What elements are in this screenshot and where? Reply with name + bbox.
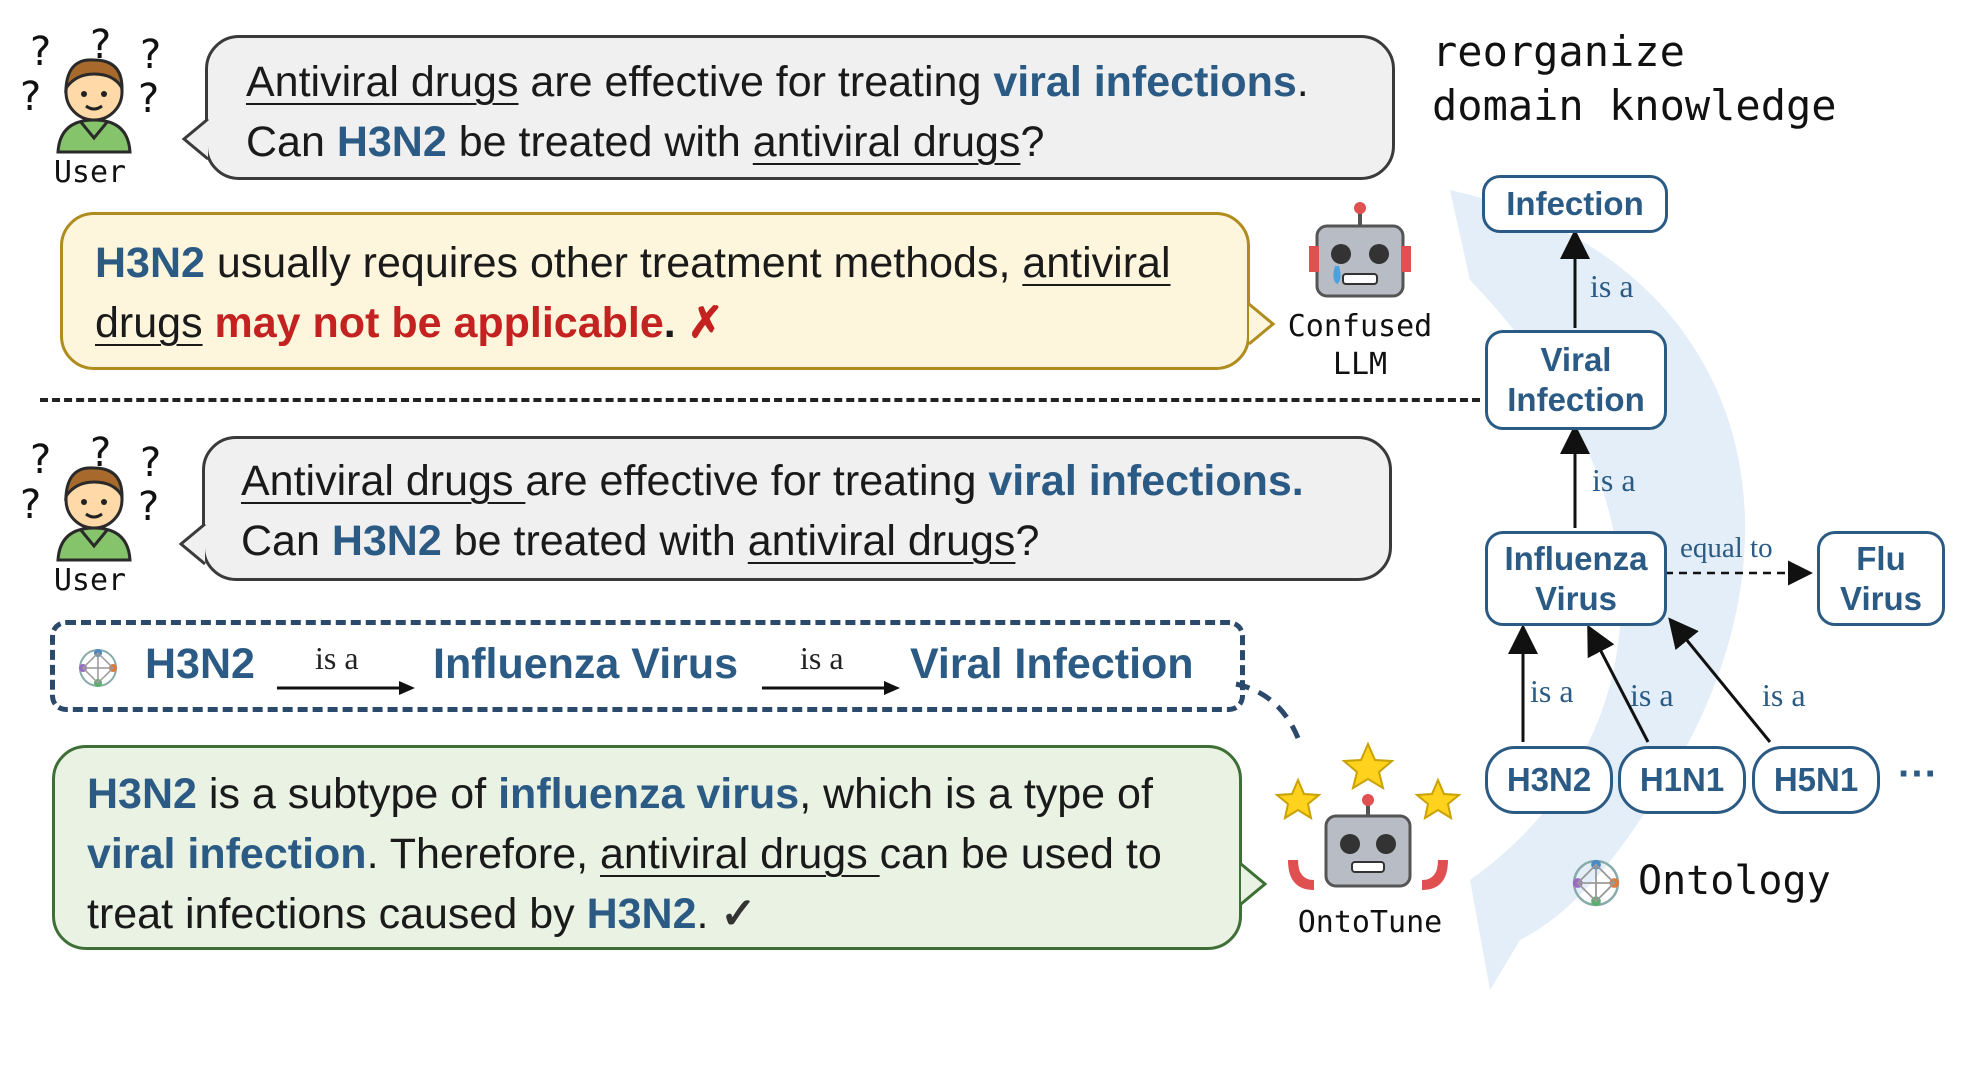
- chain-node-viral-infection: Viral Infection: [910, 640, 1194, 688]
- answer-bubble-tail-2: [1240, 862, 1268, 906]
- svg-text:?: ?: [20, 74, 41, 120]
- chain-arrow-1: [277, 681, 415, 695]
- node-infection: Infection: [1482, 175, 1668, 233]
- node-flu-virus: Flu Virus: [1817, 531, 1945, 626]
- check-mark-icon: ✓: [720, 890, 757, 938]
- chain-connector: [1235, 681, 1301, 739]
- wrong-claim: may not be applicable: [214, 299, 664, 347]
- user-avatar-confused-2: ? ? ? ? ?: [20, 430, 160, 562]
- node-h5n1: H5N1: [1752, 746, 1880, 814]
- term-viral-infections: viral infections: [993, 58, 1297, 106]
- ontotune-label: OntoTune: [1297, 905, 1443, 940]
- user-label: User: [53, 155, 127, 190]
- chain-relation-2: is a: [800, 640, 844, 676]
- relation-equal-to: equal to: [1680, 532, 1773, 564]
- user-label-2: User: [53, 563, 127, 598]
- confused-robot-icon: [1309, 202, 1411, 298]
- chain-relation-1: is a: [315, 640, 359, 676]
- ontology-chain-box: [50, 620, 1245, 712]
- svg-text:?: ?: [20, 482, 41, 528]
- question-bubble-tail: [181, 117, 209, 161]
- relation-is-a-5: is a: [1762, 677, 1806, 713]
- svg-text:?: ?: [90, 22, 111, 68]
- svg-text:?: ?: [90, 430, 111, 476]
- cross-mark-icon: ✗: [687, 299, 724, 347]
- term-h3n2: H3N2: [336, 118, 447, 166]
- user-avatar-confused: ? ? ? ? ?: [20, 22, 160, 154]
- svg-text:?: ?: [30, 29, 51, 75]
- question-bubble-tail-2: [178, 522, 206, 566]
- relation-is-a-4: is a: [1630, 677, 1674, 713]
- svg-text:?: ?: [138, 76, 159, 122]
- question-bubble-bottom: Antiviral drugs are effective for treati…: [202, 436, 1392, 581]
- answer-bubble-tail: [1248, 302, 1276, 346]
- svg-text:?: ?: [140, 32, 160, 78]
- node-h1n1: H1N1: [1618, 746, 1746, 814]
- relation-is-a-2: is a: [1592, 462, 1636, 498]
- chain-node-h3n2: H3N2: [145, 640, 255, 688]
- section-divider: [40, 398, 1480, 402]
- node-influenza-virus: Influenza Virus: [1485, 531, 1667, 626]
- more-nodes-ellipsis: ···: [1898, 752, 1938, 796]
- node-h3n2: H3N2: [1485, 746, 1613, 814]
- answer-bubble-wrong: H3N2 usually requires other treatment me…: [60, 212, 1250, 370]
- confused-llm-label: Confused LLM: [1287, 309, 1433, 382]
- answer-bubble-correct: H3N2 is a subtype of influenza virus, wh…: [52, 745, 1242, 950]
- svg-text:?: ?: [140, 440, 160, 486]
- term-antiviral-drugs: Antiviral drugs: [246, 58, 519, 106]
- ontology-caption: Ontology: [1638, 858, 1831, 904]
- ontotune-robot-icon: [1274, 741, 1462, 890]
- svg-text:?: ?: [138, 484, 159, 530]
- chain-node-influenza-virus: Influenza Virus: [433, 640, 739, 688]
- chain-arrow-2: [762, 681, 900, 695]
- question-bubble-top: Antiviral drugs are effective for treati…: [205, 35, 1395, 180]
- relation-is-a-1: is a: [1590, 268, 1634, 304]
- node-viral-infection: Viral Infection: [1485, 330, 1667, 430]
- relation-is-a-3: is a: [1530, 673, 1574, 709]
- svg-text:?: ?: [30, 437, 51, 483]
- reorganize-title: reorganize domain knowledge: [1432, 27, 1837, 130]
- ontology-legend-icon: [1572, 859, 1620, 907]
- ontology-icon: [79, 649, 117, 687]
